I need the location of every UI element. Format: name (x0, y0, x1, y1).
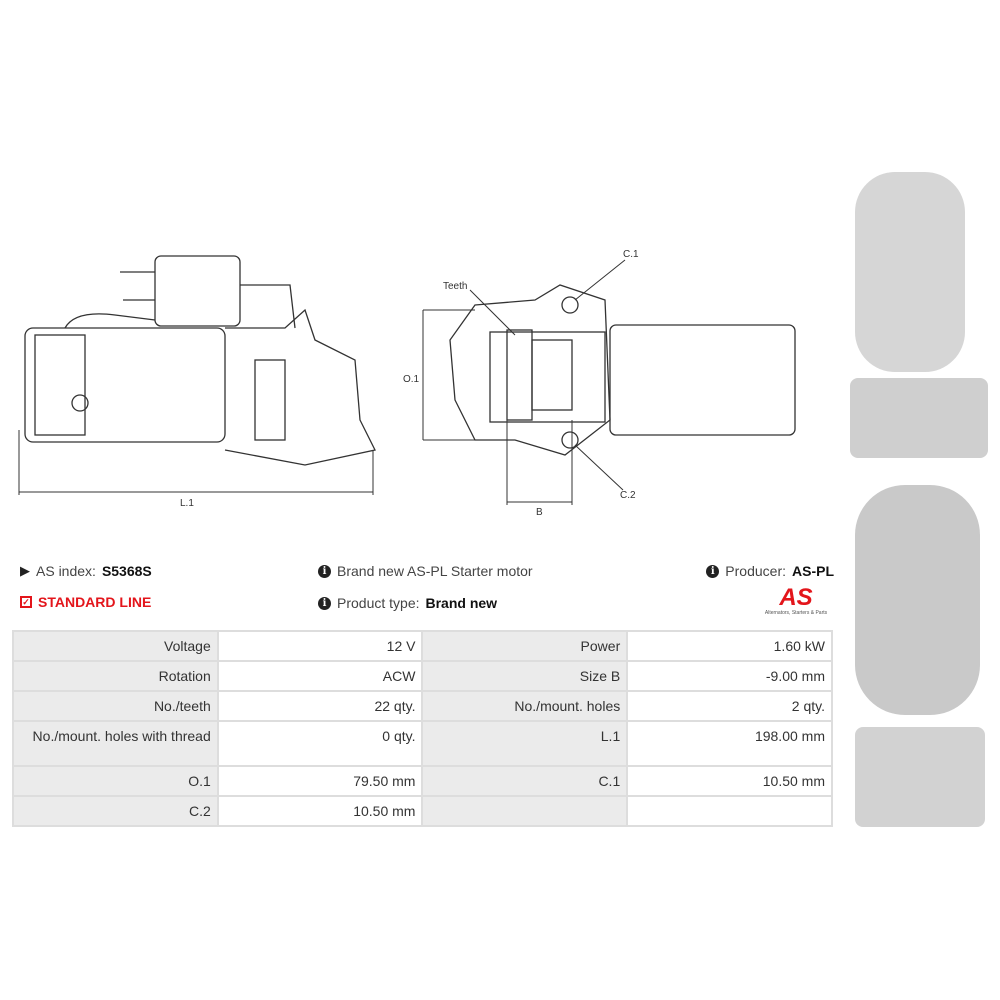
spec-label: Voltage (12, 630, 219, 662)
spec-value: 2 qty. (626, 690, 833, 722)
teeth-label: Teeth (443, 281, 467, 292)
spec-value: ACW (216, 660, 424, 692)
logo-tagline: Alternators, Starters & Parts (764, 610, 828, 616)
spec-value: -9.00 mm (626, 660, 833, 692)
spec-value: 10.50 mm (216, 795, 424, 827)
spec-label: O.1 (12, 765, 219, 797)
spec-label: Power (421, 630, 629, 662)
dim-c2-label: C.2 (620, 490, 636, 501)
spec-value: 10.50 mm (626, 765, 833, 797)
spec-label: C.1 (421, 765, 629, 797)
info-icon: i (706, 564, 720, 578)
spec-label: Size B (421, 660, 629, 692)
spec-label: No./mount. holes with thread (12, 720, 219, 767)
info-icon: i (318, 596, 331, 610)
spec-value: 22 qty. (216, 690, 424, 722)
producer-label: Producer: (725, 563, 786, 579)
spec-label: No./mount. holes (421, 690, 629, 722)
product-type: i Product type: Brand new (318, 595, 497, 611)
side-view-drawing: L.1 (18, 255, 376, 509)
dim-l1-label: L.1 (180, 498, 194, 509)
product-photo-side[interactable] (850, 378, 988, 458)
front-view-drawing: C.1 Teeth O.1 C.2 B (403, 249, 796, 518)
spec-value: 12 V (216, 630, 424, 662)
spec-label: C.2 (12, 795, 219, 827)
checkbox-icon: ✓ (20, 596, 32, 608)
line-label: STANDARD LINE (38, 594, 152, 610)
spec-label: Rotation (12, 660, 219, 692)
spec-value: 198.00 mm (626, 720, 833, 767)
dim-o1-label: O.1 (403, 374, 420, 385)
as-index-label: AS index: (36, 563, 96, 579)
product-photo-angle[interactable] (855, 727, 985, 827)
spec-value: 79.50 mm (216, 765, 424, 797)
producer: i Producer: AS-PL (706, 563, 834, 579)
description: i Brand new AS-PL Starter motor (318, 563, 533, 579)
product-photo-rear[interactable] (855, 485, 980, 715)
tag-icon: ▶ (20, 563, 30, 578)
as-pl-logo: AS Alternators, Starters & Parts (755, 584, 837, 617)
logo-text: AS (779, 584, 813, 611)
product-type-label: Product type: (337, 595, 420, 611)
dim-b-label: B (536, 507, 543, 518)
product-photo-front[interactable] (855, 172, 965, 372)
standard-line: ✓ STANDARD LINE (20, 594, 151, 610)
description-text: Brand new AS-PL Starter motor (337, 563, 533, 579)
producer-value: AS-PL (792, 563, 834, 579)
spec-value: 1.60 kW (626, 630, 833, 662)
spec-value (626, 795, 833, 827)
dim-c1-label: C.1 (623, 249, 639, 260)
as-index-value: S5368S (101, 563, 152, 579)
product-type-value: Brand new (425, 595, 498, 611)
info-icon: i (318, 564, 331, 578)
spec-label: No./teeth (12, 690, 219, 722)
as-index: ▶ AS index: S5368S (20, 563, 152, 579)
spec-value: 0 qty. (216, 720, 424, 767)
spec-label (421, 795, 629, 827)
spec-label: L.1 (421, 720, 629, 767)
